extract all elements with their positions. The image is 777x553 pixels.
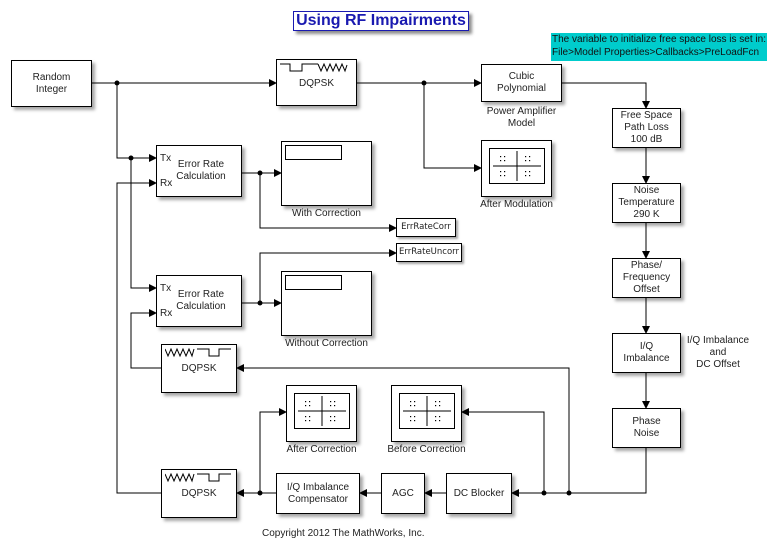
note-line-1: The variable to initialize free space lo… xyxy=(552,34,766,45)
line-to-after-corr xyxy=(259,408,287,493)
dqpsk-modulator-label: DQPSK xyxy=(298,77,334,89)
line-tx-branch-2 xyxy=(130,158,157,292)
before-correction-constellation[interactable] xyxy=(391,385,462,442)
noise-temperature-block[interactable]: Noise Temperature 290 K xyxy=(612,183,681,223)
dqpsk-demodulator-corrected[interactable]: DQPSK xyxy=(161,469,237,518)
line-err1-to-goto xyxy=(259,173,397,232)
display-without-correction[interactable] xyxy=(281,271,372,336)
agc-block[interactable]: AGC xyxy=(381,473,425,514)
branch-points xyxy=(114,80,572,496)
modulation-waveform-icon xyxy=(280,62,348,73)
error-rate-label: Error Rate Calculation xyxy=(176,159,226,182)
display-readout xyxy=(285,275,342,290)
display-with-correction[interactable] xyxy=(281,141,372,206)
error-rate-calculation-corrected[interactable]: Tx Rx Error Rate Calculation xyxy=(156,145,242,197)
line-tx-branch xyxy=(116,83,157,162)
demodulation-waveform-icon xyxy=(165,472,231,483)
random-integer-block[interactable]: Random Integer xyxy=(11,60,92,107)
after-correction-constellation[interactable] xyxy=(286,385,357,442)
demodulation-waveform-icon xyxy=(165,347,231,358)
line-to-demod-1 xyxy=(236,364,570,493)
without-correction-label: Without Correction xyxy=(285,338,368,349)
phase-noise-block[interactable]: Phase Noise xyxy=(612,408,681,448)
diagram-title: Using RF Impairments xyxy=(293,11,469,31)
goto-err-rate-corr[interactable]: ErrRateCorr xyxy=(396,218,456,237)
constellation-icon xyxy=(399,393,455,429)
dqpsk-demodulator-uncorrected[interactable]: DQPSK xyxy=(161,344,237,393)
line-rx-1 xyxy=(116,179,161,494)
note-line-2: File>Model Properties>Callbacks>PreLoadF… xyxy=(552,47,760,58)
iq-imbalance-block[interactable]: I/Q Imbalance xyxy=(612,333,681,373)
free-space-path-loss-block[interactable]: Free Space Path Loss 100 dB xyxy=(612,108,681,148)
line-rx-2 xyxy=(130,309,161,369)
display-readout xyxy=(285,145,342,160)
constellation-icon xyxy=(489,148,545,184)
dqpsk-demodulator-label: DQPSK xyxy=(181,487,217,499)
after-modulation-constellation[interactable] xyxy=(481,140,552,197)
dc-blocker-block[interactable]: DC Blocker xyxy=(446,473,512,514)
line-to-before-corr xyxy=(461,408,545,493)
callback-note: The variable to initialize free space lo… xyxy=(551,33,767,61)
power-amplifier-label: Power Amplifier Model xyxy=(486,106,557,129)
goto-err-rate-uncorr[interactable]: ErrRateUncorr xyxy=(396,243,462,262)
constellation-icon xyxy=(294,393,350,429)
cubic-polynomial-block[interactable]: Cubic Polynomial xyxy=(481,64,562,102)
after-correction-label: After Correction xyxy=(286,444,357,455)
iq-imbalance-compensator-block[interactable]: I/Q Imbalance Compensator xyxy=(276,473,360,514)
error-rate-calculation-uncorrected[interactable]: Tx Rx Error Rate Calculation xyxy=(156,275,242,327)
copyright-text: Copyright 2012 The MathWorks, Inc. xyxy=(262,528,425,539)
rx-port-label: Rx xyxy=(160,308,173,319)
line-phnoise-out xyxy=(511,448,647,497)
dqpsk-demodulator-label: DQPSK xyxy=(181,362,217,374)
tx-port-label: Tx xyxy=(160,153,172,164)
after-modulation-label: After Modulation xyxy=(480,199,553,210)
line-cubic-to-fsl xyxy=(562,82,650,109)
before-correction-label: Before Correction xyxy=(387,444,466,455)
error-rate-label: Error Rate Calculation xyxy=(176,289,226,312)
line-to-after-mod xyxy=(423,83,482,172)
with-correction-label: With Correction xyxy=(292,208,361,219)
tx-port-label: Tx xyxy=(160,283,172,294)
line-err2-to-goto xyxy=(259,249,397,303)
iq-dc-offset-annotation: I/Q Imbalance and DC Offset xyxy=(686,335,750,370)
phase-frequency-offset-block[interactable]: Phase/ Frequency Offset xyxy=(612,258,681,298)
dqpsk-modulator-block[interactable]: DQPSK xyxy=(276,59,357,106)
rx-port-label: Rx xyxy=(160,178,173,189)
